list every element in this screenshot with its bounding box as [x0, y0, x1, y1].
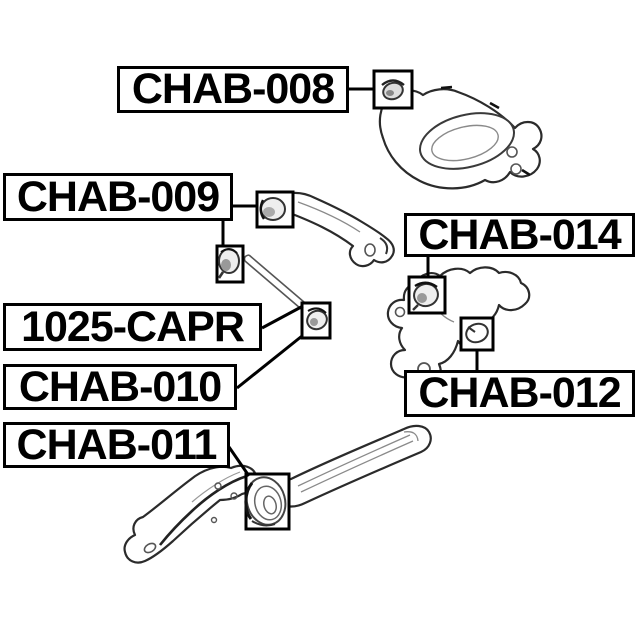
rod-end-cap — [243, 254, 250, 262]
lower-arm-inner-line-1 — [297, 434, 411, 487]
bushing-glyphs — [217, 79, 489, 527]
lower-arm-outline — [275, 424, 432, 508]
lateral-arm-drawing — [274, 191, 395, 268]
chab-009-bushing-b-arc — [220, 248, 238, 254]
upper-arm-fork-hole-2 — [510, 163, 522, 175]
chab-009-bushing-b-stub — [217, 271, 225, 279]
part-label-chab-008: CHAB-008 — [117, 66, 349, 113]
lower-arm-end-cap-line — [403, 431, 419, 442]
part-label-chab-011: CHAB-011 — [3, 422, 230, 468]
chab-009-bushing-a-arc — [259, 199, 266, 220]
chab-011-bushing-flange — [251, 520, 276, 527]
connector-1025-capr — [261, 304, 304, 330]
upper-arm-edge-accent — [440, 85, 531, 177]
bracket-inner-sweep — [158, 474, 248, 546]
chab-012-bushing-notch — [467, 326, 476, 333]
rod-bushing-arc — [307, 307, 327, 314]
lateral-arm-inner-line — [297, 201, 361, 233]
chab-009-bushing-a-core — [263, 207, 275, 217]
chab-014-bushing-core — [417, 293, 427, 303]
strut-rod-drawing — [243, 254, 312, 315]
knuckle-left-hole — [394, 306, 406, 318]
chab-014-bushing-arc — [414, 281, 438, 288]
lower-arm-inner-line-2 — [300, 440, 414, 493]
connector-chab-010 — [236, 334, 303, 390]
rod-bushing-core — [310, 318, 318, 326]
bracket-hole-1 — [214, 482, 222, 490]
callout-connector-lines — [221, 87, 479, 477]
part-label-chab-012: CHAB-012 — [404, 370, 635, 417]
bracket-hole-2 — [230, 492, 238, 500]
chab-009-bushing-b-core — [221, 259, 231, 271]
bracket-hole-3 — [210, 516, 218, 524]
connector-chab-011 — [227, 446, 251, 477]
rod-line-upper — [248, 254, 312, 309]
upper-control-arm-drawing — [378, 85, 543, 190]
lateral-arm-outline — [274, 191, 395, 268]
chab-011-bushing-mid — [253, 485, 283, 521]
lower-arm-drawing — [275, 424, 432, 508]
rod-line-lower — [244, 260, 308, 315]
callout-box-chab-008 — [372, 69, 414, 110]
chab-011-bushing-arc — [244, 482, 254, 520]
part-label-chab-014: CHAB-014 — [404, 213, 635, 257]
part-label-1025-capr: 1025-CAPR — [3, 303, 262, 351]
chab-011-bushing-inner — [263, 495, 277, 515]
part-label-chab-010: CHAB-010 — [3, 364, 237, 410]
chab-014-bushing-stub — [412, 304, 419, 311]
lateral-arm-clevis-hole — [364, 243, 376, 257]
upper-arm-fork-hole-1 — [506, 146, 518, 158]
chab-008-bushing-arc — [381, 79, 405, 86]
bracket-slot-hole — [143, 542, 157, 554]
part-label-chab-009: CHAB-009 — [3, 173, 233, 221]
chab-008-bushing-core — [386, 90, 394, 96]
lateral-arm-clevis-accent — [379, 237, 389, 255]
bracket-drawing — [123, 464, 258, 564]
spring-seat-inner-ring — [431, 124, 499, 162]
